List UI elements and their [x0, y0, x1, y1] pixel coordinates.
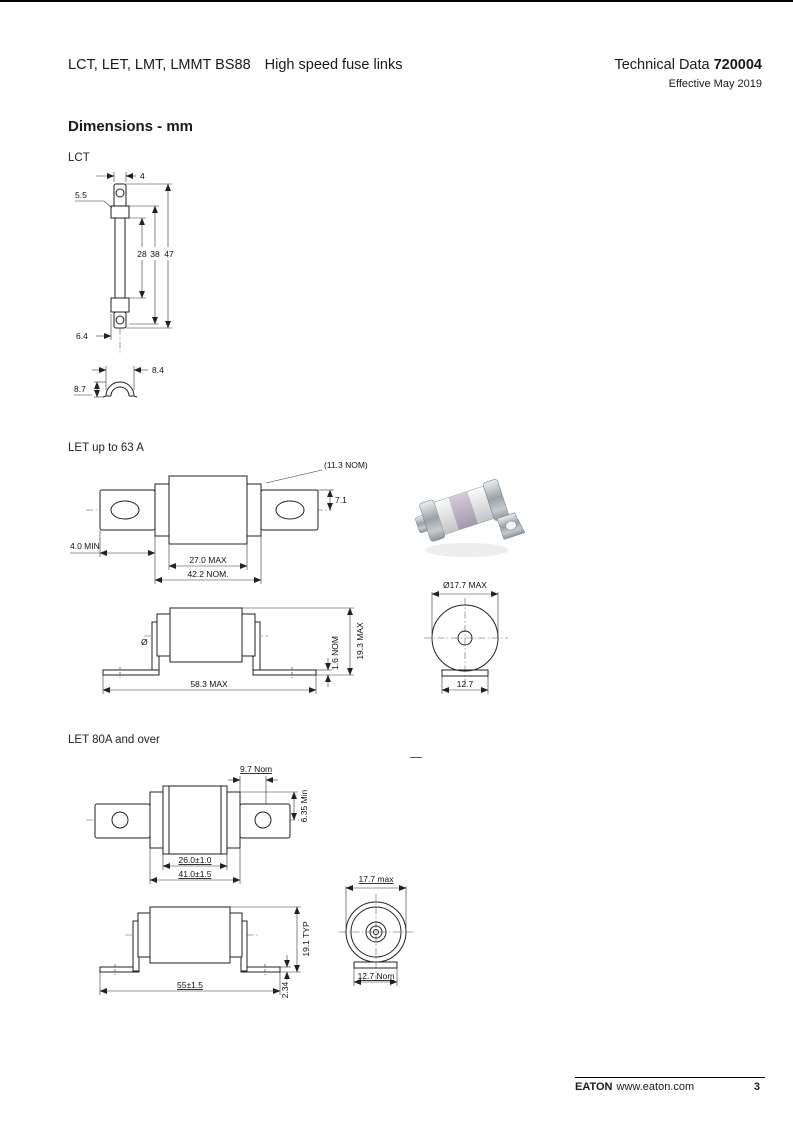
let80-end-view-drawing: 17.7 max 12.7 Nom — [339, 874, 413, 986]
dim-lct-clip-width: 8.4 — [152, 365, 164, 375]
let63-label: LET up to 63 A — [68, 442, 144, 454]
product-description: High speed fuse links — [264, 57, 403, 73]
fuse-3d-body — [415, 479, 525, 542]
let63-product-3d-image — [415, 479, 525, 557]
dim-let80-diameter: 17.7 max — [359, 874, 395, 884]
dim-lct-len-mid: 38 — [150, 249, 160, 259]
lct-top-hole — [115, 188, 125, 198]
dim-let63-diameter: Ø17.7 MAX — [443, 580, 487, 590]
lct-fuse-outline — [110, 183, 130, 354]
tick-mark — [410, 757, 422, 758]
let80-end-dimensions — [345, 885, 407, 928]
doc-number: 720004 — [713, 57, 762, 73]
section-title: Dimensions - mm — [68, 118, 194, 135]
let80-end-outline — [345, 901, 407, 969]
lct-clip-dimensions: 8.4 8.7 — [74, 365, 164, 398]
doc-type: Technical Data — [614, 57, 714, 73]
product-line: LCT, LET, LMT, LMMT BS88 — [68, 57, 251, 73]
let80-side-dimensions: 55±1.5 19.1 TYP 2.34 — [99, 906, 311, 998]
document-title: LCT, LET, LMT, LMMT BS88 High speed fuse … — [68, 57, 402, 73]
footer-rule — [575, 1077, 765, 1078]
dim-let80-tab-half: 6.35 Min — [299, 789, 309, 822]
let63-end-base-dimensions: 12.7 — [441, 676, 489, 694]
lct-label: LCT — [68, 152, 90, 164]
let63-end-view-drawing: Ø17.7 MAX 12.7 — [424, 580, 508, 694]
dim-let63-tab-note: (11.3 NOM) — [324, 460, 368, 470]
let80-right-hole — [254, 811, 272, 829]
dim-let63-base-width: 12.7 — [457, 679, 474, 689]
dim-lct-cap-height: 5.5 — [75, 190, 87, 200]
bracket-hole — [505, 520, 517, 531]
dim-let63-body-len: 27.0 MAX — [189, 555, 227, 565]
footer-url[interactable]: www.eaton.com — [616, 1081, 695, 1093]
let80-top-outline — [94, 785, 291, 855]
dim-lct-len-overall: 47 — [164, 249, 174, 259]
let80-side-outline — [99, 906, 281, 975]
dim-let63-tab-half: 7.1 — [335, 495, 347, 505]
dim-let80-overall-len: 41.0±1.5 — [178, 869, 211, 879]
let63-side-outline — [102, 607, 317, 678]
lct-dimension-drawing: 4 5.5 28 38 47 6.4 — [74, 171, 177, 398]
let63-top-outline — [99, 475, 319, 545]
page-number: 3 — [753, 1081, 760, 1093]
dim-lct-tab-width: 4 — [140, 171, 145, 181]
let63-end-outline — [431, 604, 499, 677]
dim-let80-height: 19.1 TYP — [301, 921, 311, 957]
let80-end-base-dimensions: 12.7 Nom — [353, 968, 398, 986]
let63-end-dimensions — [431, 591, 499, 634]
dim-lct-clip-height: 8.7 — [74, 384, 86, 394]
let80-top-dimensions: 9.7 Nom 6.35 Min 26.0±1.0 41.0±1.5 — [149, 764, 309, 884]
let80-label: LET 80A and over — [68, 734, 160, 746]
header-right: Technical Data 720004 Effective May 2019 — [614, 57, 762, 90]
dim-let63-overall-len: 42.2 NOM. — [187, 569, 228, 579]
dim-let63-dia-symbol: Ø — [141, 637, 148, 647]
let63-top-view-drawing: (11.3 NOM) 7.1 4.0 MIN 27.0 MAX 42.2 NOM… — [70, 460, 368, 584]
let63-left-slot — [110, 500, 140, 520]
dim-lct-bottom-width: 6.4 — [76, 331, 88, 341]
dim-let63-foot-thk: 1.6 NOM — [330, 636, 340, 670]
dim-let63-side-overall: 58.3 MAX — [190, 679, 228, 689]
let63-side-dimensions: 58.3 MAX 1.6 NOM 19.3 MAX — [102, 607, 365, 694]
doc-type-line: Technical Data 720004 — [614, 57, 762, 73]
dim-let80-body-len: 26.0±1.0 — [178, 855, 211, 865]
dim-let63-tab-min: 4.0 MIN — [70, 541, 100, 551]
top-rule — [0, 0, 793, 2]
dim-let63-height: 19.3 MAX — [355, 622, 365, 660]
dim-let80-cap-len: 9.7 Nom — [240, 764, 272, 774]
let63-top-dimensions: (11.3 NOM) 7.1 4.0 MIN 27.0 MAX 42.2 NOM… — [70, 460, 368, 584]
let80-side-view-drawing: 55±1.5 19.1 TYP 2.34 — [99, 906, 311, 998]
effective-date: Effective May 2019 — [668, 78, 762, 90]
dim-lct-len-inner: 28 — [137, 249, 147, 259]
lct-dimensions: 4 5.5 28 38 47 6.4 — [75, 171, 177, 341]
let80-top-view-drawing: 9.7 Nom 6.35 Min 26.0±1.0 41.0±1.5 — [86, 764, 309, 884]
lct-bottom-hole — [115, 315, 125, 325]
lct-clip-outline — [102, 381, 138, 398]
shadow — [425, 543, 509, 557]
dim-let80-side-overall: 55±1.5 — [177, 980, 203, 990]
dim-let80-base-width: 12.7 Nom — [358, 971, 395, 981]
brand-logo-text: EATON — [575, 1081, 613, 1093]
let63-side-view-drawing: Ø 58.3 MAX 1.6 NOM 19.3 MAX — [102, 607, 365, 694]
let63-right-slot — [275, 500, 305, 520]
dim-let80-foot-thk: 2.34 — [280, 981, 290, 998]
let80-left-hole — [111, 811, 129, 829]
